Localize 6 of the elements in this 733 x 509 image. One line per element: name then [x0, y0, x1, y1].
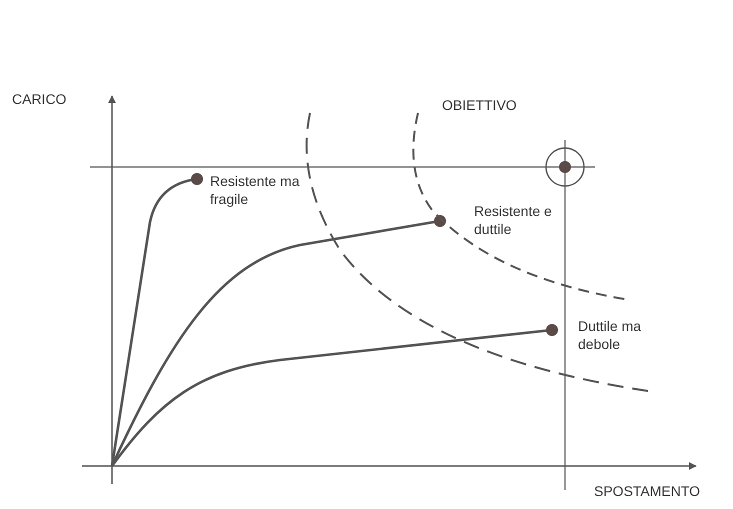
curve-label: Duttile ma debole — [578, 317, 642, 353]
axis-label: SPOSTAMENTO — [594, 482, 702, 500]
target-label: OBIETTIVO — [442, 96, 518, 114]
curve-label: Resistente e duttile — [474, 202, 553, 238]
axis-label: CARICO — [12, 90, 68, 108]
curve-label: Resistente ma fragile — [210, 172, 300, 208]
